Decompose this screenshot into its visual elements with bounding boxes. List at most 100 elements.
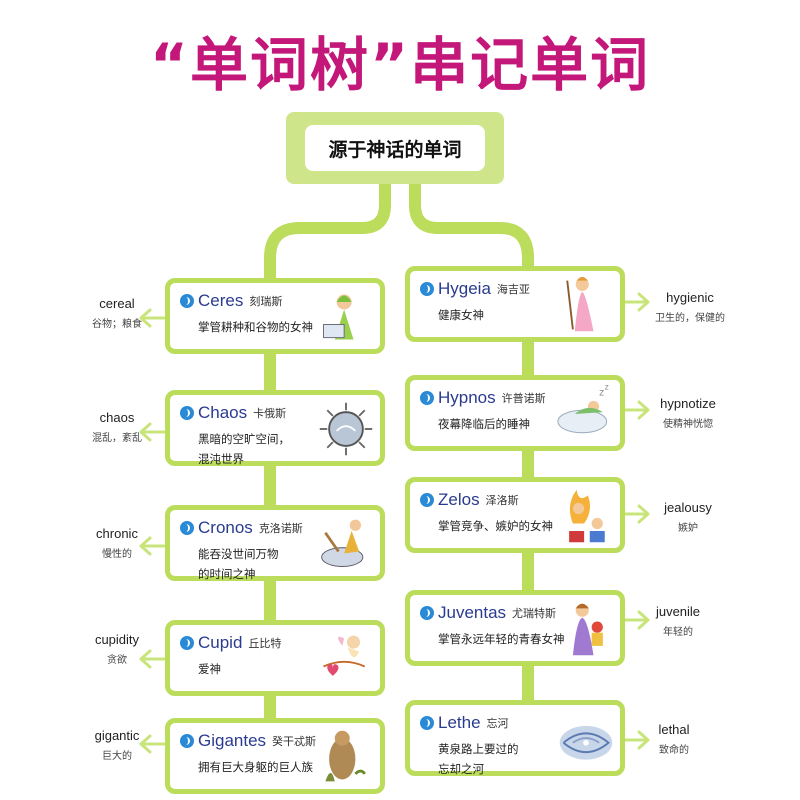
svg-text:z: z <box>599 387 604 398</box>
description-line-1: 黄泉路上要过的 <box>438 739 519 759</box>
derived-word-jealousy: jealousy嫉妒 <box>648 500 728 534</box>
word-chinese-name: 丘比特 <box>248 635 281 651</box>
word-name: Gigantes <box>198 731 266 751</box>
word-description: 黑暗的空旷空间，混沌世界 <box>198 429 290 469</box>
word-heading: Gigantes 癸干忒斯 <box>180 731 316 751</box>
speaker-icon[interactable] <box>180 294 194 308</box>
giant-icon <box>316 727 376 787</box>
speaker-icon[interactable] <box>180 406 194 420</box>
derived-word-hygienic: hygienic 卫生的，保健的 <box>650 290 730 324</box>
speaker-icon[interactable] <box>420 493 434 507</box>
youth-goddess-icon <box>556 599 616 659</box>
derived-meaning: 巨大的 <box>77 747 157 762</box>
speaker-icon[interactable] <box>420 391 434 405</box>
word-chinese-name: 刻瑞斯 <box>249 293 282 309</box>
word-description: 健康女神 <box>438 305 484 325</box>
word-name: Zelos <box>438 490 480 510</box>
word-chinese-name: 尤瑞特斯 <box>512 605 556 621</box>
word-name: Ceres <box>198 291 243 311</box>
word-heading: Ceres 刻瑞斯 <box>180 291 282 311</box>
description-line-1: 夜幕降临后的睡神 <box>438 414 530 434</box>
derived-word-cupidity: cupidity贪欲 <box>77 632 157 666</box>
goddess-with-grain-icon <box>316 287 376 347</box>
derived-word: cupidity <box>77 632 157 647</box>
word-name: Cupid <box>198 633 242 653</box>
word-card-zelos: Zelos 泽洛斯掌管竞争、嫉妒的女神 <box>405 477 625 553</box>
word-name: Lethe <box>438 713 481 733</box>
word-description: 黄泉路上要过的忘却之河 <box>438 739 519 779</box>
chaotic-world-icon <box>316 399 376 459</box>
word-card-ceres: Ceres 刻瑞斯掌管耕种和谷物的女神 <box>165 278 385 354</box>
jealous-goddess-icon <box>556 486 616 546</box>
derived-meaning: 年轻的 <box>638 623 718 638</box>
description-line-2: 混沌世界 <box>198 449 290 469</box>
derived-meaning: 混乱，紊乱 <box>77 429 157 444</box>
derived-word: chronic <box>77 526 157 541</box>
description-line-1: 爱神 <box>198 659 221 679</box>
root-node: 源于神话的单词 <box>286 112 504 184</box>
word-chinese-name: 泽洛斯 <box>486 492 519 508</box>
cupid-icon <box>316 629 376 689</box>
speaker-icon[interactable] <box>180 636 194 650</box>
derived-word: hygienic <box>650 290 730 305</box>
speaker-icon[interactable] <box>420 282 434 296</box>
svg-text:z: z <box>605 384 609 392</box>
derived-word: jealousy <box>648 500 728 515</box>
word-chinese-name: 忘河 <box>487 715 509 731</box>
speaker-icon[interactable] <box>180 521 194 535</box>
word-name: Hygeia <box>438 279 491 299</box>
word-heading: Zelos 泽洛斯 <box>420 490 519 510</box>
word-heading: Hygeia 海吉亚 <box>420 279 530 299</box>
word-name: Juventas <box>438 603 506 623</box>
word-chinese-name: 癸干忒斯 <box>272 733 316 749</box>
sleeping-god-icon: zz <box>556 384 616 444</box>
word-heading: Chaos 卡俄斯 <box>180 403 286 423</box>
derived-meaning: 使精神恍惚 <box>648 415 728 430</box>
word-description: 掌管竞争、嫉妒的女神 <box>438 516 553 536</box>
word-chinese-name: 许普诺斯 <box>502 390 546 406</box>
word-card-cupid: Cupid 丘比特爱神 <box>165 620 385 696</box>
word-card-gigantes: Gigantes 癸干忒斯拥有巨大身躯的巨人族 <box>165 718 385 794</box>
description-line-1: 掌管永远年轻的青春女神 <box>438 629 565 649</box>
word-name: Cronos <box>198 518 253 538</box>
word-description: 爱神 <box>198 659 221 679</box>
description-line-1: 健康女神 <box>438 305 484 325</box>
word-chinese-name: 海吉亚 <box>497 281 530 297</box>
speaker-icon[interactable] <box>420 716 434 730</box>
speaker-icon[interactable] <box>420 606 434 620</box>
derived-meaning: 卫生的，保健的 <box>650 309 730 324</box>
word-description: 掌管耕种和谷物的女神 <box>198 317 313 337</box>
description-line-1: 掌管竞争、嫉妒的女神 <box>438 516 553 536</box>
derived-meaning: 谷物；粮食 <box>77 315 157 330</box>
word-card-juventas: Juventas 尤瑞特斯掌管永远年轻的青春女神 <box>405 590 625 666</box>
description-line-1: 能吞没世间万物 <box>198 544 279 564</box>
description-line-1: 黑暗的空旷空间， <box>198 429 290 449</box>
word-heading: Cronos 克洛诺斯 <box>180 518 303 538</box>
word-heading: Cupid 丘比特 <box>180 633 281 653</box>
derived-word: lethal <box>634 722 714 737</box>
speaker-icon[interactable] <box>180 734 194 748</box>
description-line-2: 的时间之神 <box>198 564 279 584</box>
word-card-lethe: Lethe 忘河黄泉路上要过的忘却之河 <box>405 700 625 776</box>
word-card-chaos: Chaos 卡俄斯黑暗的空旷空间，混沌世界 <box>165 390 385 466</box>
word-card-hygeia: Hygeia 海吉亚健康女神 <box>405 266 625 342</box>
derived-meaning: 慢性的 <box>77 545 157 560</box>
river-lethe-icon <box>556 709 616 769</box>
word-chinese-name: 卡俄斯 <box>253 405 286 421</box>
derived-word: cereal <box>77 296 157 311</box>
word-description: 夜幕降临后的睡神 <box>438 414 530 434</box>
word-chinese-name: 克洛诺斯 <box>259 520 303 536</box>
health-goddess-icon <box>556 275 616 335</box>
derived-word-cereal: cereal 谷物；粮食 <box>77 296 157 330</box>
derived-meaning: 致命的 <box>634 741 714 756</box>
derived-word-juvenile: juvenile年轻的 <box>638 604 718 638</box>
word-description: 能吞没世间万物的时间之神 <box>198 544 279 584</box>
word-card-cronos: Cronos 克洛诺斯能吞没世间万物的时间之神 <box>165 505 385 581</box>
word-description: 拥有巨大身躯的巨人族 <box>198 757 313 777</box>
word-heading: Lethe 忘河 <box>420 713 509 733</box>
word-name: Chaos <box>198 403 247 423</box>
derived-word-chronic: chronic 慢性的 <box>77 526 157 560</box>
